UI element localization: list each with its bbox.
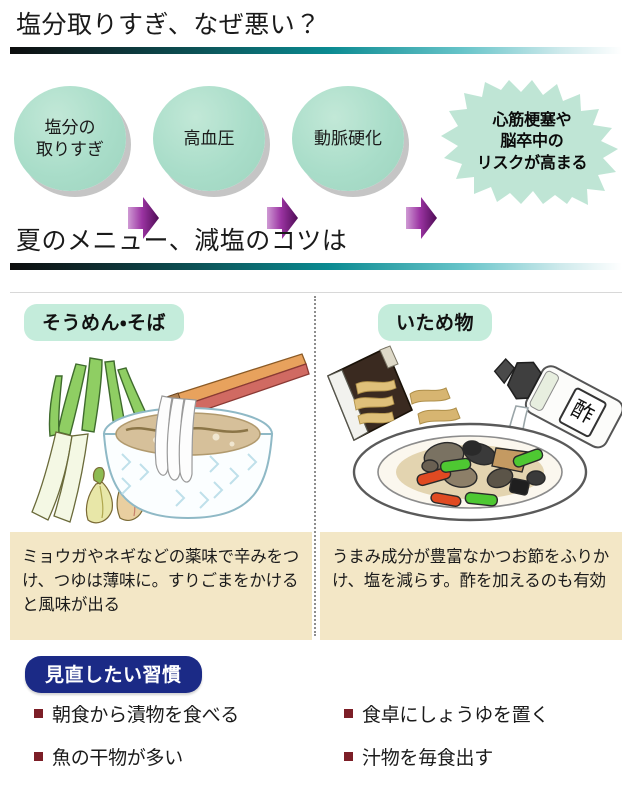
flow-outcome-starburst: 心筋梗塞や 脳卒中の リスクが高まる [437, 78, 627, 206]
stirfry-bonito-vinegar-illustration: 酢 [320, 336, 624, 528]
flow-outcome-label: 心筋梗塞や 脳卒中の リスクが高まる [476, 111, 588, 172]
section-title-menu: 夏のメニュー、減塩のコツは [16, 227, 348, 255]
list-item: 食卓にしょうゆを置く [344, 700, 614, 727]
menu-tips-panels: そうめん・そば [0, 292, 630, 640]
panel-badge: いため物 [378, 304, 493, 341]
panel-caption-box: ミョウガやネギなどの薬味で辛みをつけ、つゆは薄味に。すりごまをかけると風味が出る [10, 532, 312, 640]
starburst-shape-icon [441, 80, 618, 205]
panel-divider [314, 296, 316, 636]
habits-to-review-section: 見直したい習慣 朝食から漬物を食べる 食卓にしょうゆを置く 魚の干物が多い 汁物… [0, 648, 630, 786]
title-rule-1 [10, 46, 622, 54]
panel-top-rule [10, 292, 622, 293]
right-arrow-icon [404, 195, 438, 241]
panel-caption-box: うまみ成分が豊富なかつお節をふりかけ、塩を減らす。酢を加えるのも有効 [320, 532, 622, 640]
habits-title-pill: 見直したい習慣 [25, 656, 202, 693]
flow-step-arteriosclerosis: 動脈硬化 [292, 86, 404, 191]
habit-label: 魚の干物が多い [52, 748, 183, 769]
habit-label: 朝食から漬物を食べる [52, 705, 240, 726]
bullet-square-icon [34, 709, 43, 718]
salt-risk-flow-diagram: 塩分の 取りすぎ 高血圧 [0, 78, 630, 239]
page-title: 塩分取りすぎ、なぜ悪い？ [16, 11, 321, 39]
flow-step-label: 高血圧 [183, 128, 235, 148]
list-item: 汁物を毎食出す [344, 743, 614, 770]
right-arrow-icon [126, 195, 160, 241]
noodles-scallion-illustration [10, 336, 312, 528]
flow-step-label: 塩分の 取りすぎ [36, 118, 104, 159]
flow-step-hypertension: 高血圧 [153, 86, 265, 191]
flow-step-label: 動脈硬化 [314, 128, 382, 148]
habit-label: 食卓にしょうゆを置く [362, 705, 550, 726]
list-item: 魚の干物が多い [34, 743, 344, 770]
heading-block-2: 夏のメニュー、減塩のコツは [0, 227, 630, 270]
habits-list: 朝食から漬物を食べる 食卓にしょうゆを置く 魚の干物が多い 汁物を毎食出す [34, 700, 614, 770]
title-rule-2 [10, 262, 622, 270]
bullet-square-icon [34, 752, 43, 761]
bullet-square-icon [344, 752, 353, 761]
bullet-square-icon [344, 709, 353, 718]
panel-caption-text: うまみ成分が豊富なかつお節をふりかけ、塩を減らす。酢を加えるのも有効 [332, 548, 610, 590]
habit-label: 汁物を毎食出す [362, 748, 493, 769]
panel-itamemono: いため物 [320, 300, 624, 640]
panel-caption-text: ミョウガやネギなどの薬味で辛みをつけ、つゆは薄味に。すりごまをかけると風味が出る [22, 548, 300, 614]
flow-step-excess-salt: 塩分の 取りすぎ [14, 86, 126, 191]
list-item: 朝食から漬物を食べる [34, 700, 344, 727]
panel-somen-soba: そうめん・そば [10, 300, 312, 640]
heading-block-1: 塩分取りすぎ、なぜ悪い？ [0, 11, 630, 54]
right-arrow-icon [265, 195, 299, 241]
panel-badge: そうめん・そば [24, 304, 184, 341]
